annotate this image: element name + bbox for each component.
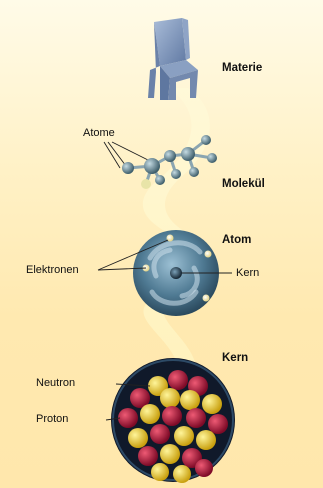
chair-icon <box>148 18 198 100</box>
label-atome: Atome <box>83 127 115 140</box>
label-kern-atom: Kern <box>236 267 259 280</box>
zoom-stream <box>143 88 211 365</box>
label-atom: Atom <box>222 234 251 247</box>
label-elektronen: Elektronen <box>26 264 79 277</box>
label-neutron: Neutron <box>36 377 75 390</box>
nucleus-icon <box>111 358 235 483</box>
label-kern-section: Kern <box>222 352 248 365</box>
label-materie: Materie <box>222 62 262 75</box>
label-proton: Proton <box>36 413 68 426</box>
label-molekuel: Molekül <box>222 178 265 191</box>
